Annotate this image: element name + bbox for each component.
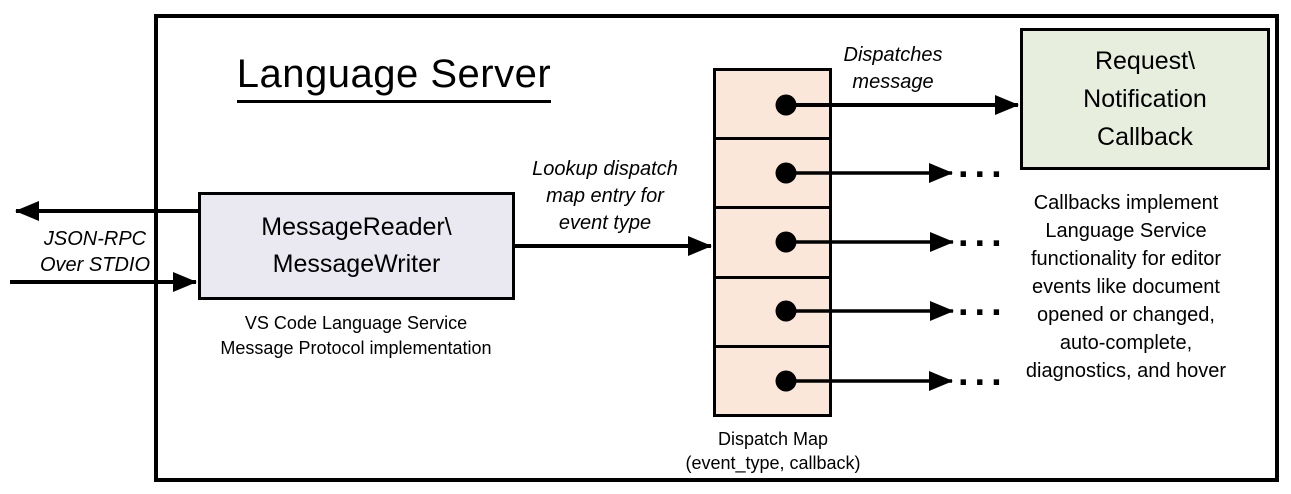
language-server-container-box (154, 14, 1279, 482)
diagram-title: Language Server (214, 52, 574, 103)
dispatch-map-cell (716, 206, 829, 275)
ellipsis-row-3: ... (958, 213, 1008, 255)
dispatches-message-label: Dispatches message (843, 44, 943, 93)
lookup-dispatch-label: Lookup dispatch map entry for event type (532, 158, 678, 234)
dispatch-map-cell (716, 137, 829, 206)
dispatch-map-cell (716, 275, 829, 345)
message-reader-writer-box: MessageReader\ MessageWriter (198, 192, 515, 300)
dispatch-map-cell (716, 344, 829, 414)
ellipsis-row-5: ... (958, 352, 1008, 394)
dispatch-map-cell (716, 71, 829, 137)
dispatch-map-box (713, 68, 832, 417)
ellipsis-row-4: ... (958, 282, 1008, 324)
message-reader-caption: VS Code Language Service Message Protoco… (220, 313, 492, 358)
dispatch-map-caption: Dispatch Map (event_type, callback) (685, 429, 861, 473)
diagram-title-text: Language Server (236, 52, 552, 103)
callbacks-note: Callbacks implement Language Service fun… (1025, 192, 1227, 382)
request-notification-callback-box: Request\ Notification Callback (1020, 28, 1270, 170)
ellipsis-row-2: ... (958, 144, 1008, 186)
json-rpc-stdio-label: JSON-RPC Over STDIO (39, 228, 150, 276)
